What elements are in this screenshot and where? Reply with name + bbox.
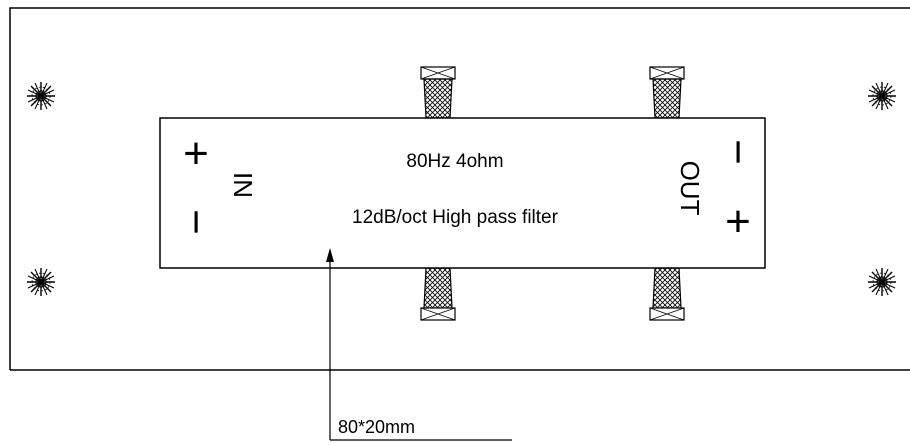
out-plus-sign: + — [725, 197, 751, 246]
in-minus-sign: − — [172, 209, 221, 235]
panel-outline — [9, 7, 910, 371]
mounting-hole-top-left — [26, 81, 56, 111]
terminal-top-left — [420, 66, 456, 119]
out-minus-sign: − — [714, 139, 763, 165]
mounting-hole-bottom-right — [867, 267, 897, 297]
terminal-top-right — [649, 66, 685, 119]
mounting-hole-bottom-left — [26, 267, 56, 297]
dimension-label: 80*20mm — [338, 417, 415, 437]
spec-filter-type: 12dB/oct High pass filter — [352, 207, 559, 228]
filter-board — [159, 117, 766, 269]
mounting-hole-top-right — [867, 81, 897, 111]
terminal-bottom-left — [420, 267, 456, 321]
out-label: OUT — [675, 161, 705, 216]
dimension-leader — [326, 248, 512, 441]
terminal-bottom-right — [649, 267, 685, 321]
in-plus-sign: + — [183, 129, 209, 178]
spec-frequency-impedance: 80Hz 4ohm — [406, 151, 503, 172]
in-label: IN — [228, 172, 258, 198]
